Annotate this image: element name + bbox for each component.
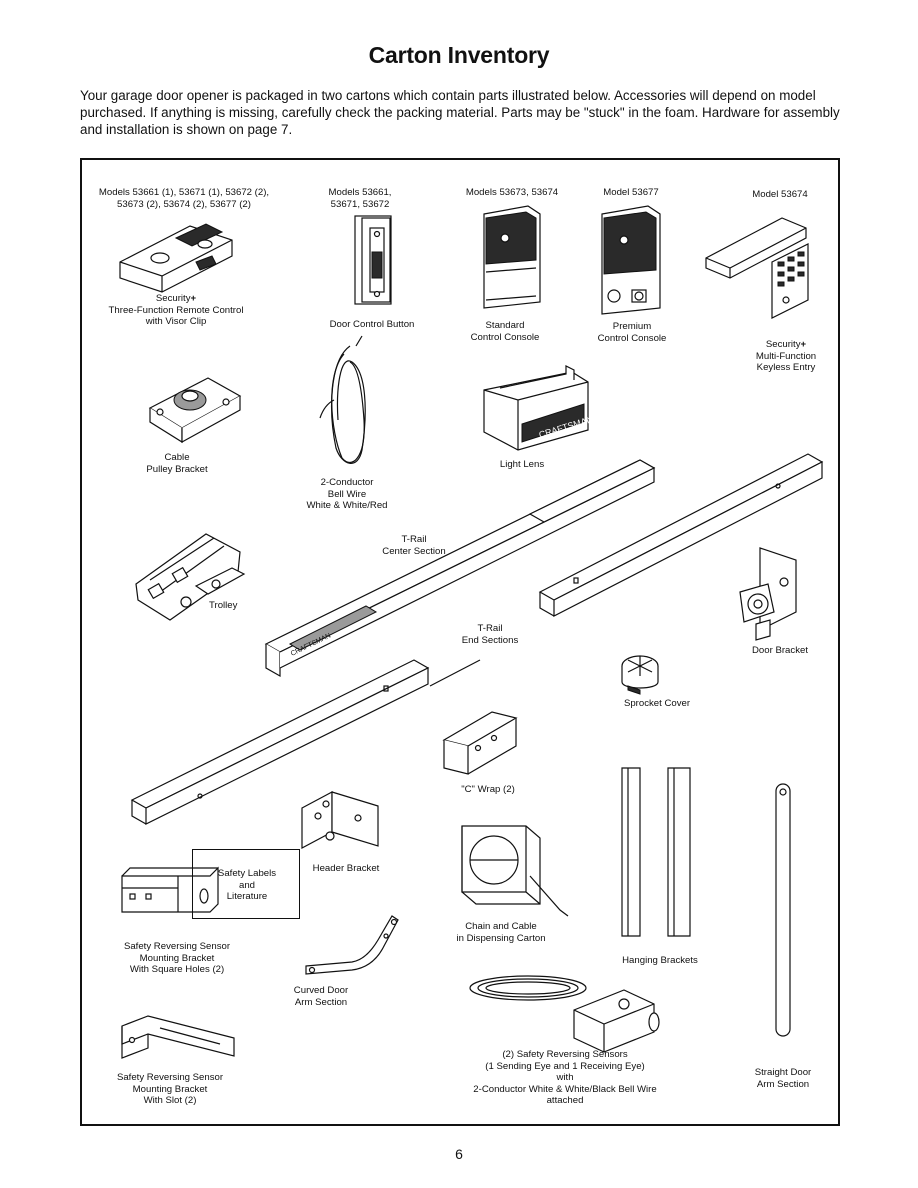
remote-label: Security+ Three-Function Remote Control … xyxy=(108,293,244,327)
premium-console-icon xyxy=(601,205,661,315)
t-rail-end-section-2-icon xyxy=(130,659,481,825)
t-rail-center-label: T-Rail Center Section xyxy=(382,534,446,557)
standard-console-label: Standard Control Console xyxy=(470,320,540,343)
c-wrap-icon xyxy=(442,711,518,775)
cable-pulley-label: Cable Pulley Bracket xyxy=(146,452,208,475)
header-bracket-icon xyxy=(301,791,379,849)
bell-wire-coil-icon xyxy=(319,335,366,464)
remote-control-icon xyxy=(119,223,233,293)
curved-door-arm-icon xyxy=(305,915,399,975)
premium-console-label: Premium Control Console xyxy=(597,321,667,344)
chain-cable-label: Chain and Cable in Dispensing Carton xyxy=(456,921,546,944)
keyless-label: Security+ Multi-Function Keyless Entry xyxy=(755,339,817,373)
hanging-brackets-icon xyxy=(621,767,691,937)
chain-cable-carton-icon xyxy=(461,825,569,917)
square-bracket-label: Safety Reversing Sensor Mounting Bracket… xyxy=(123,941,231,975)
straight-door-arm-icon xyxy=(775,783,791,1037)
t-rail-end-section-icon xyxy=(538,453,824,617)
trolley-label: Trolley xyxy=(209,600,238,611)
door-bracket-label: Door Bracket xyxy=(752,645,808,656)
page-title: Carton Inventory xyxy=(368,42,550,68)
bell-wire-label: 2-Conductor Bell Wire White & White/Red xyxy=(306,477,388,511)
models-remote-label: Models 53661 (1), 53671 (1), 53672 (2), … xyxy=(98,187,270,210)
standard-console-icon xyxy=(483,205,541,309)
models-keyless-label: Model 53674 xyxy=(752,189,808,200)
keyless-entry-icon xyxy=(705,217,809,319)
sensors-label: (2) Safety Reversing Sensors (1 Sending … xyxy=(473,1049,657,1106)
safety-labels-box: Safety Labels and Literature xyxy=(192,849,300,919)
square-holes-bracket-icon xyxy=(121,866,219,913)
light-lens-icon: CRAFTSMAN xyxy=(483,365,594,451)
door-bracket-icon xyxy=(739,547,797,641)
models-standard-console-label: Models 53673, 53674 xyxy=(465,187,559,198)
header-bracket-label: Header Bracket xyxy=(312,863,380,874)
slot-bracket-icon xyxy=(121,1015,235,1059)
cable-pulley-bracket-icon xyxy=(148,377,242,444)
models-premium-console-label: Model 53677 xyxy=(603,187,659,198)
t-rail-end-label: T-Rail End Sections xyxy=(461,623,519,646)
slot-bracket-label: Safety Reversing Sensor Mounting Bracket… xyxy=(116,1072,224,1106)
t-rail-center-section-icon: CRAFTSMAN xyxy=(264,459,656,678)
sprocket-cover-label: Sprocket Cover xyxy=(623,698,691,709)
trolley-icon xyxy=(135,533,246,621)
sprocket-cover-icon xyxy=(621,655,659,695)
inventory-frame xyxy=(80,158,840,1126)
safety-sensors-icon xyxy=(469,975,660,1053)
straight-arm-label: Straight Door Arm Section xyxy=(754,1067,812,1090)
c-wrap-label: "C" Wrap (2) xyxy=(461,784,515,795)
models-door-button-label: Models 53661, 53671, 53672 xyxy=(328,187,392,210)
light-lens-label: Light Lens xyxy=(499,459,545,470)
intro-paragraph: Your garage door opener is packaged in t… xyxy=(80,88,840,137)
hanging-brackets-label: Hanging Brackets xyxy=(622,955,698,966)
page-number: 6 xyxy=(455,1146,463,1162)
door-control-button-icon xyxy=(354,215,392,305)
door-button-label: Door Control Button xyxy=(329,319,415,330)
curved-arm-label: Curved Door Arm Section xyxy=(293,985,349,1008)
